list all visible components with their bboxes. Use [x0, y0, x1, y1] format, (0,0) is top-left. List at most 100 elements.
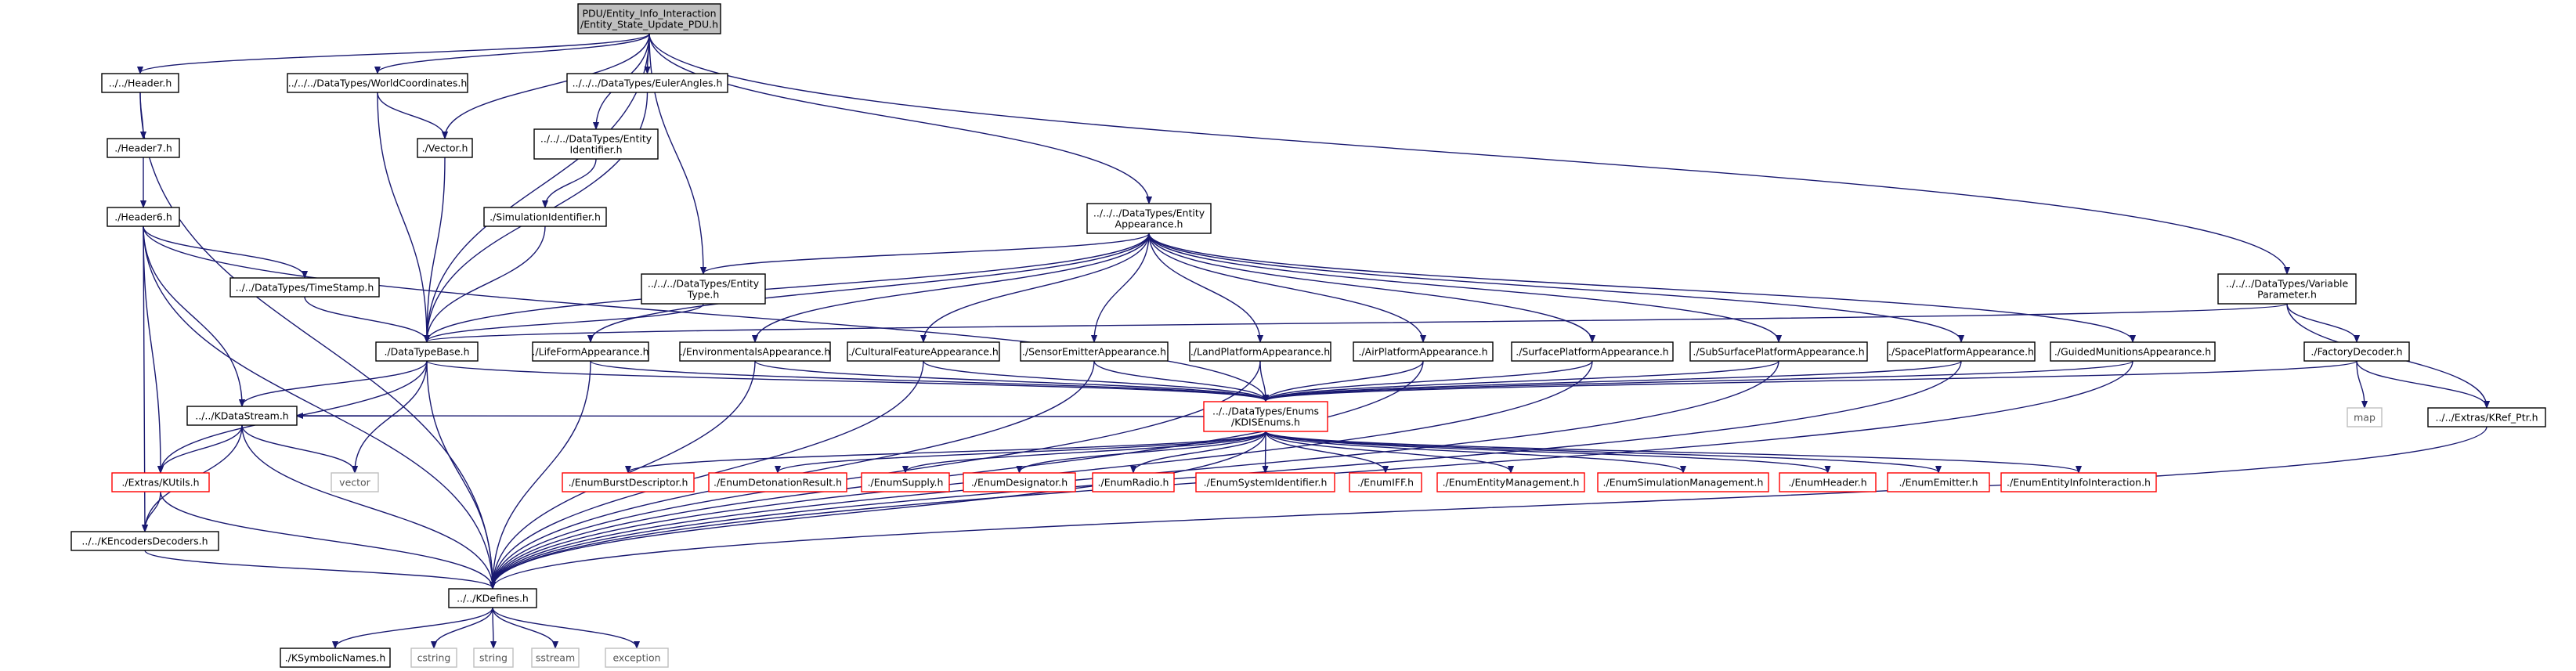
edge-timestamp-to-datatypebase — [304, 296, 427, 341]
node-label: ./SensorEmitterAppearance.h — [1022, 346, 1166, 358]
node-subsurface[interactable]: ./SubSurfacePlatformAppearance.h — [1689, 341, 1868, 362]
edge-kdisenums-to-e-emitter — [1265, 431, 1938, 472]
node-e-entmgmt[interactable]: ./EnumEntityManagement.h — [1436, 472, 1585, 492]
node-box — [2303, 341, 2410, 362]
node-kdisenums[interactable]: ../../DataTypes/Enums/KDISEnums.h — [1203, 401, 1328, 432]
node-header[interactable]: ../../Header.h — [101, 73, 179, 93]
node-label: ./Header7.h — [114, 142, 172, 154]
node-box — [1020, 341, 1169, 362]
node-box — [473, 648, 514, 668]
node-header7[interactable]: ./Header7.h — [107, 138, 180, 158]
node-kencoders[interactable]: ../../KEncodersDecoders.h — [70, 531, 219, 551]
edge-kencoders-to-kdefines — [144, 550, 493, 588]
node-box — [708, 472, 847, 492]
edge-kdisenums-to-e-design — [1020, 431, 1266, 472]
edge-header6-to-kutils — [143, 225, 161, 472]
node-timestamp[interactable]: ../../DataTypes/TimeStamp.h — [229, 277, 380, 298]
node-eulerangles[interactable]: ../../../DataTypes/EulerAngles.h — [566, 73, 728, 93]
node-vector-h[interactable]: ./Vector.h — [417, 138, 473, 158]
node-label: /KDISEnums.h — [1231, 417, 1300, 428]
node-label: ./EnumHeader.h — [1788, 477, 1866, 489]
node-label: ./LandPlatformAppearance.h — [1190, 346, 1330, 358]
node-factorydecoder[interactable]: ./FactoryDecoder.h — [2303, 341, 2410, 362]
node-worldcoord[interactable]: ../../../DataTypes/WorldCoordinates.h — [287, 73, 468, 93]
node-airplatform[interactable]: ./AirPlatformAppearance.h — [1353, 341, 1494, 362]
node-kdefines[interactable]: ../../KDefines.h — [448, 588, 537, 608]
node-e-deton[interactable]: ./EnumDetonationResult.h — [708, 472, 847, 492]
node-box — [532, 341, 649, 362]
node-e-emitter[interactable]: ./EnumEmitter.h — [1887, 472, 1990, 492]
node-kutils[interactable]: ./Extras/KUtils.h — [111, 472, 210, 492]
edge-kdisenums-to-e-deton — [778, 431, 1266, 472]
node-box — [1086, 203, 1212, 234]
node-landplatform[interactable]: ./LandPlatformAppearance.h — [1189, 341, 1331, 362]
node-e-burst[interactable]: ./EnumBurstDescriptor.h — [562, 472, 695, 492]
node-label: Identifier.h — [569, 144, 622, 156]
edge-airplatform-to-kdefines — [493, 360, 1424, 588]
node-simid[interactable]: ./SimulationIdentifier.h — [483, 207, 607, 227]
node-e-design[interactable]: ./EnumDesignator.h — [963, 472, 1076, 492]
node-label: ../../KEncodersDecoders.h — [81, 536, 208, 547]
node-label: ./AirPlatformAppearance.h — [1358, 346, 1487, 358]
node-box — [101, 73, 179, 93]
node-cultural[interactable]: ./CulturalFeatureAppearance.h — [847, 341, 1000, 362]
node-header6[interactable]: ./Header6.h — [107, 207, 180, 227]
node-box — [1511, 341, 1674, 362]
edge-lifeform-to-kdefines — [493, 360, 591, 588]
node-datatypebase[interactable]: ./DataTypeBase.h — [375, 341, 479, 362]
node-box — [533, 128, 659, 160]
edge-krefptr-to-kdefines — [493, 426, 2487, 588]
edge-kdisenums-to-e-entinfo — [1265, 431, 2079, 472]
node-label: exception — [612, 652, 660, 664]
edge-kdisenums-to-kdefines — [493, 431, 1266, 588]
node-ksymbolic[interactable]: ./KSymbolicNames.h — [280, 648, 391, 668]
node-e-radio[interactable]: ./EnumRadio.h — [1092, 472, 1175, 492]
node-lifeform[interactable]: ./LifeFormAppearance.h — [532, 341, 649, 362]
node-kdatastream[interactable]: ../../KDataStream.h — [186, 406, 298, 426]
node-e-entinfo[interactable]: ./EnumEntityInfoInteraction.h — [2000, 472, 2157, 492]
node-e-header[interactable]: ./EnumHeader.h — [1779, 472, 1877, 492]
node-box — [280, 648, 391, 668]
node-e-simmgmt[interactable]: ./EnumSimulationManagement.h — [1597, 472, 1769, 492]
edge-entityappearance-to-airplatform — [1148, 233, 1423, 341]
node-e-sysid[interactable]: ./EnumSystemIdentifier.h — [1195, 472, 1335, 492]
node-box — [847, 341, 1000, 362]
node-box — [679, 341, 831, 362]
edge-kdefines-to-cstring — [434, 607, 493, 648]
edge-kdisenums-to-e-supply — [905, 431, 1266, 472]
node-e-supply[interactable]: ./EnumSupply.h — [861, 472, 950, 492]
edge-sensoremitter-to-kdisenums — [1093, 360, 1266, 401]
node-label: ./EnumDetonationResult.h — [714, 477, 842, 489]
edge-entitytype-to-datatypebase — [427, 303, 704, 341]
node-box — [111, 472, 210, 492]
node-guided[interactable]: ./GuidedMunitionsAppearance.h — [2050, 341, 2216, 362]
node-label: string — [479, 652, 508, 664]
edge-factorydecoder-to-krefptr — [2356, 360, 2487, 407]
node-label: ./EnvironmentalsAppearance.h — [680, 346, 831, 358]
edge-vector-h-to-datatypebase — [427, 157, 446, 341]
node-label: ./Extras/KUtils.h — [121, 477, 199, 489]
edge-header-to-kdefines — [139, 92, 493, 588]
edge-factorydecoder-to-map — [2356, 360, 2365, 407]
node-box — [1353, 341, 1494, 362]
node-surfaceplatform[interactable]: ./SurfacePlatformAppearance.h — [1511, 341, 1674, 362]
edge-worldcoord-to-datatypebase — [377, 92, 427, 341]
node-box — [963, 472, 1076, 492]
node-box — [605, 648, 669, 668]
node-sensoremitter[interactable]: ./SensorEmitterAppearance.h — [1020, 341, 1169, 362]
node-box — [107, 138, 180, 158]
node-box — [1203, 401, 1328, 432]
node-environmental[interactable]: ./EnvironmentalsAppearance.h — [679, 341, 831, 362]
node-box — [1436, 472, 1585, 492]
node-box — [229, 277, 380, 298]
node-e-iff[interactable]: ./EnumIFF.h — [1349, 472, 1422, 492]
node-spaceplatform[interactable]: ./SpacePlatformAppearance.h — [1887, 341, 2036, 362]
node-box — [577, 3, 721, 34]
edge-entityappearance-to-sensoremitter — [1094, 233, 1150, 341]
node-krefptr[interactable]: ../../Extras/KRef_Ptr.h — [2427, 407, 2546, 427]
